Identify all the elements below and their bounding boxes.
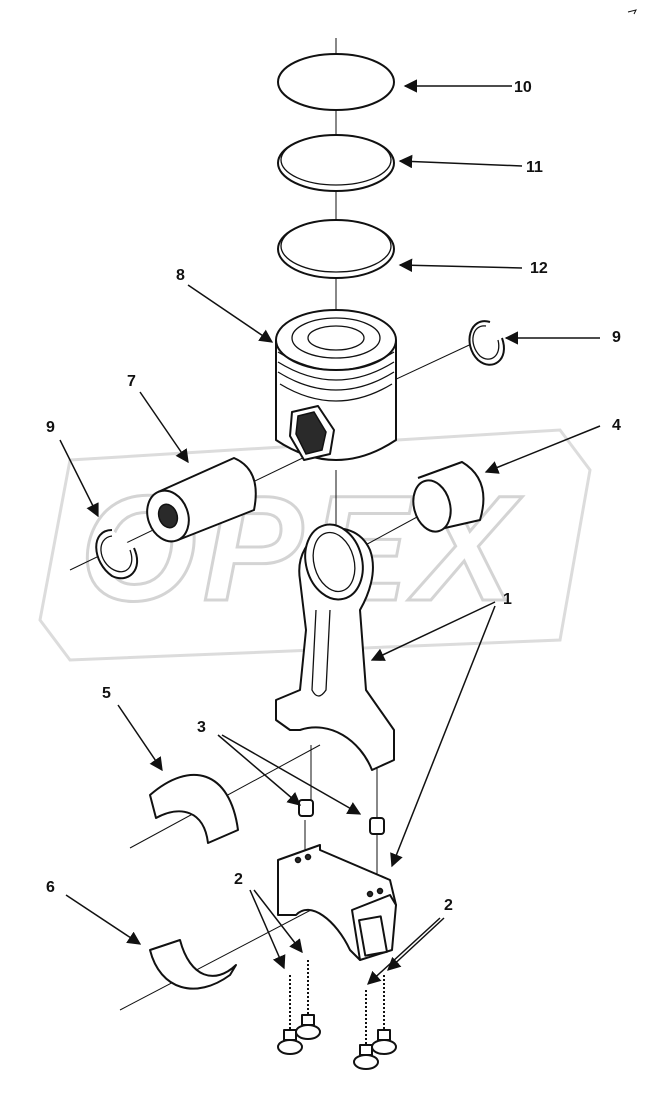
callout-2-right: 2	[444, 897, 453, 914]
callout-5: 5	[102, 685, 111, 702]
callout-7: 7	[127, 373, 136, 390]
connecting-rod-cap	[277, 844, 397, 961]
callout-10: 10	[514, 79, 532, 96]
connecting-rod	[275, 523, 395, 771]
callout-12: 12	[530, 260, 548, 277]
snap-ring-left	[95, 529, 139, 580]
callout-1: 1	[503, 591, 512, 608]
dowel-pin-right	[369, 817, 385, 835]
small-end-bushing	[412, 461, 485, 533]
piston-ring-top	[277, 53, 395, 111]
piston-ring-middle	[277, 134, 395, 192]
snap-ring-right	[468, 320, 505, 366]
piston	[275, 309, 397, 461]
callout-2-left: 2	[234, 871, 243, 888]
callout-4: 4	[612, 417, 621, 434]
bolt-4	[371, 975, 397, 1055]
leader-arrows	[59, 79, 601, 985]
callout-3: 3	[197, 719, 206, 736]
bearing-shell-lower	[149, 939, 237, 990]
bearing-shell-upper	[149, 773, 239, 844]
piston-ring-oil	[277, 219, 395, 279]
callout-labels: 10 11 12 8 9 7 9 4 1 5 3 6 2 2	[46, 79, 621, 914]
corner-mark	[627, 9, 637, 15]
callout-6: 6	[46, 879, 55, 896]
bolt-2	[295, 960, 321, 1040]
bolt-1	[277, 975, 303, 1055]
callout-9-right: 9	[612, 329, 621, 346]
callout-11: 11	[526, 159, 543, 176]
piston-pin	[146, 457, 257, 543]
callout-8: 8	[176, 267, 185, 284]
dowel-pin-left	[298, 799, 314, 817]
bolt-3	[353, 990, 379, 1070]
callout-9-left: 9	[46, 419, 55, 436]
